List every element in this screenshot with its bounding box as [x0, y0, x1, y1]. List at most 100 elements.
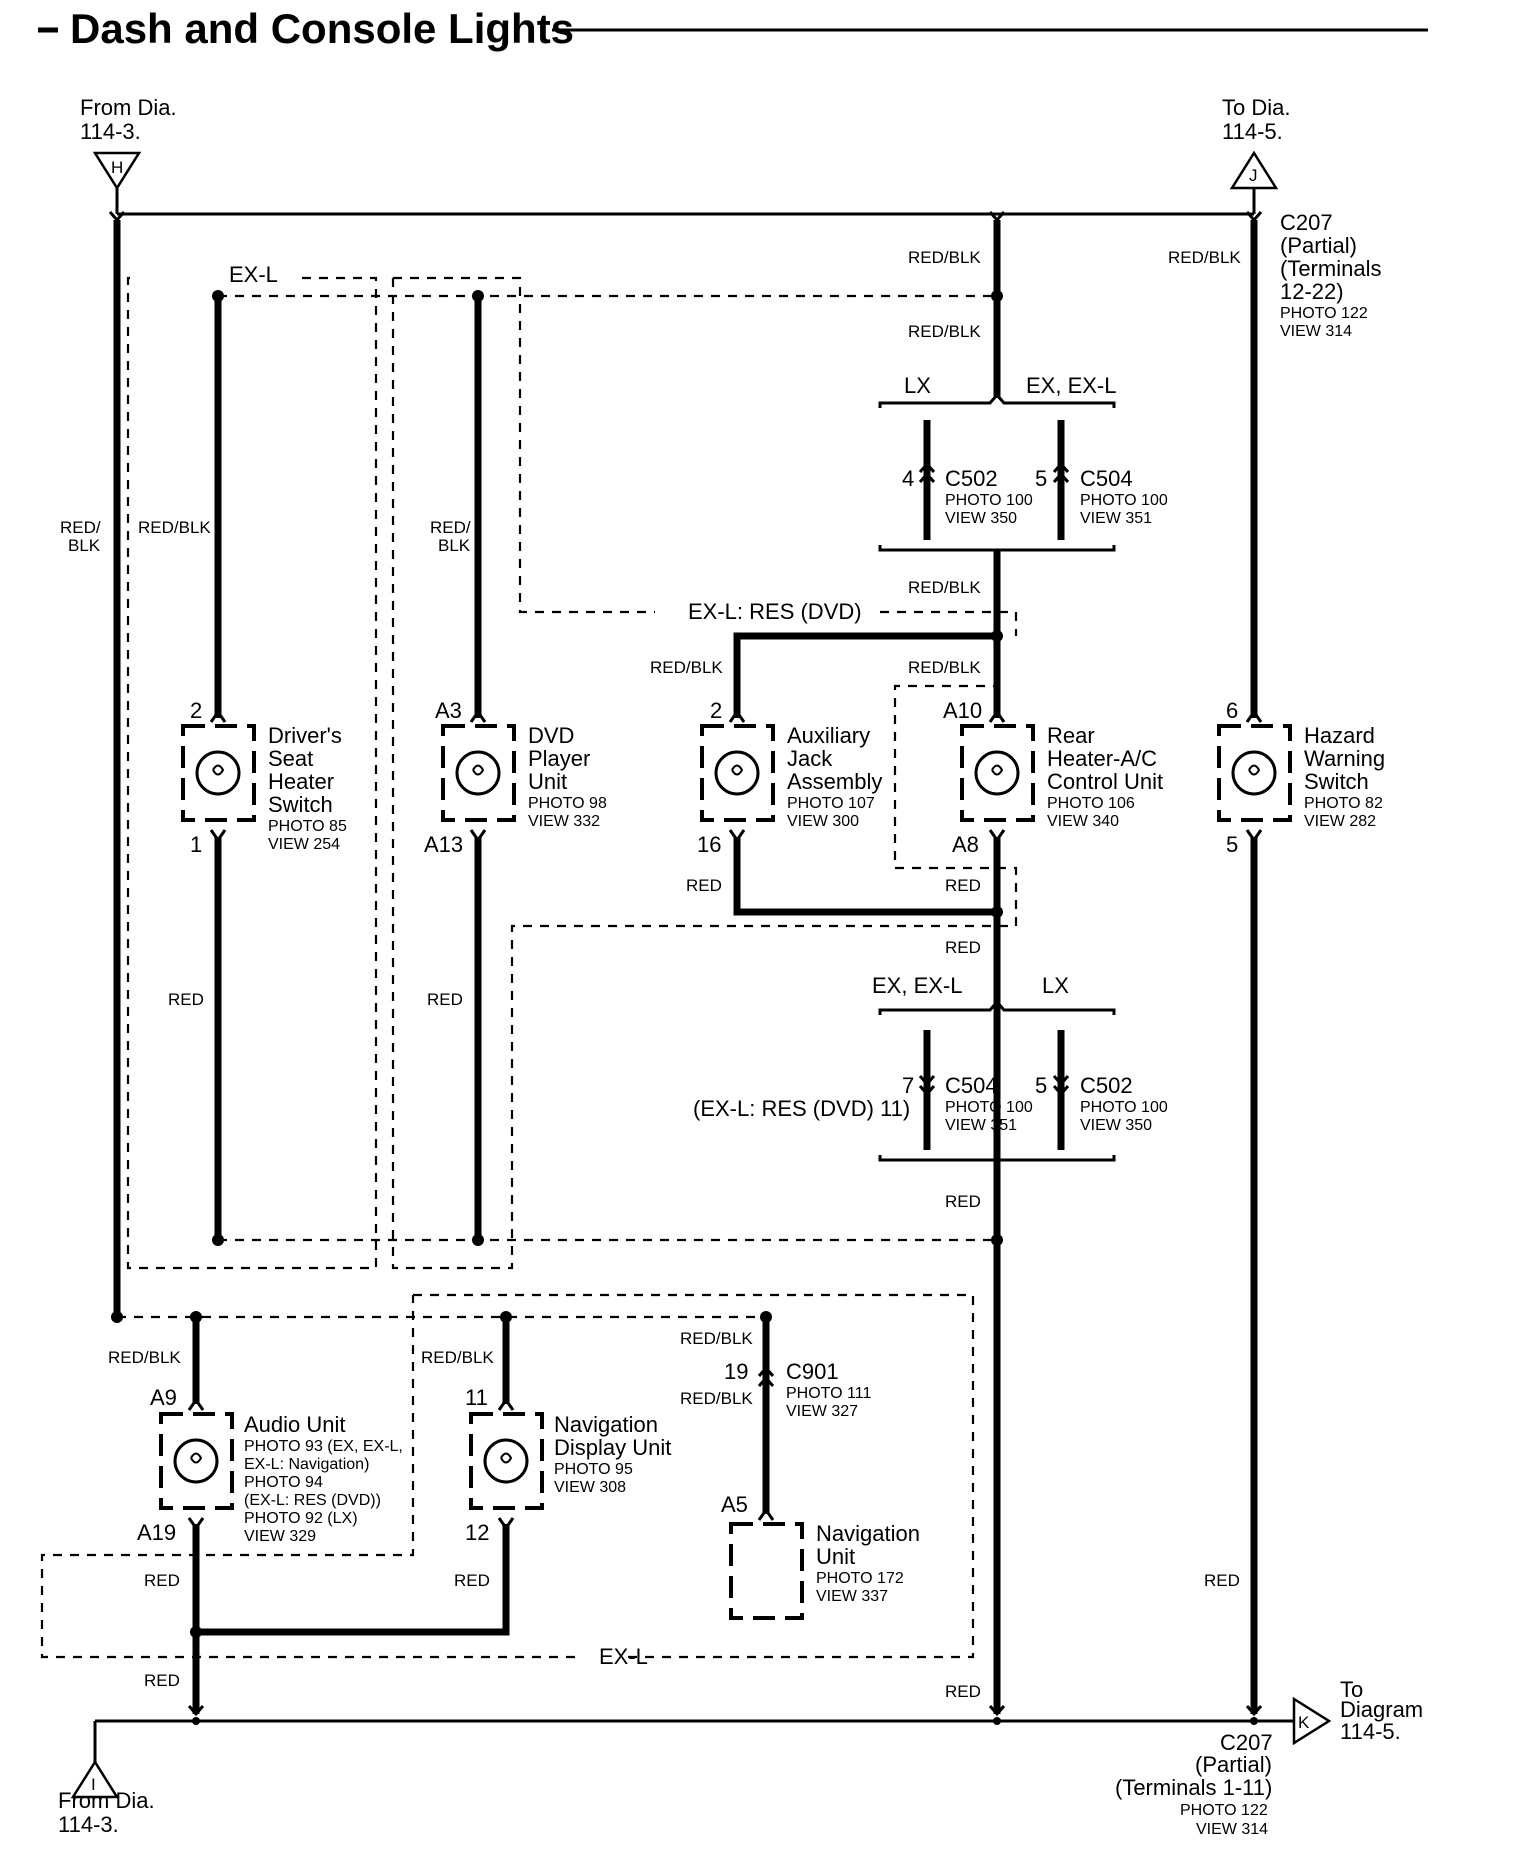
- variant-exl-lower: EX-L: [599, 1644, 648, 1669]
- bulb-icon: [974, 750, 1020, 796]
- audio-photo-5: PHOTO 92 (LX): [244, 1510, 358, 1527]
- audio-pin-bottom: A19: [137, 1520, 176, 1545]
- ref-from-i-line1: From Dia.: [58, 1788, 155, 1813]
- c504-bottom-pin: 7: [902, 1073, 914, 1098]
- drivers-seat-heater-switch: 2 1 Driver's Seat Heater Switch PHOTO 85…: [181, 698, 347, 857]
- aux-pin-top: 2: [710, 698, 722, 723]
- c502-top-view: VIEW 350: [945, 510, 1017, 527]
- c207-bottom-photo: PHOTO 122: [1180, 1802, 1268, 1819]
- rear-name-1: Rear: [1047, 723, 1095, 748]
- navunit-name-1: Navigation: [816, 1521, 920, 1546]
- bulb-icon: [173, 1438, 219, 1484]
- rear-pin-bottom: A8: [952, 832, 979, 857]
- dvd-name-1: DVD: [528, 723, 574, 748]
- dvd-view: VIEW 332: [528, 813, 600, 830]
- variant-exl-upper: EX-L: [229, 262, 278, 287]
- wire-rear-red: RED: [945, 876, 981, 895]
- c502-bottom-photo: PHOTO 100: [1080, 1099, 1168, 1116]
- c504-bottom-name: C504: [945, 1073, 998, 1098]
- hazard-photo: PHOTO 82: [1304, 795, 1383, 812]
- drivers-seat-branch: RED/BLK RED: [138, 290, 224, 1246]
- wire-rear-redblk: RED/BLK: [908, 658, 981, 677]
- c502-top-pin: 4: [902, 466, 914, 491]
- navdisp-photo: PHOTO 95: [554, 1461, 633, 1478]
- c207-bottom-line3: (Terminals 1-11): [1115, 1775, 1272, 1800]
- ref-to-k: K To Diagram 114-5.: [1292, 1677, 1423, 1746]
- left-feed-wire: RED/ BLK: [60, 220, 123, 1323]
- audio-photo-2: EX-L: Navigation): [244, 1456, 369, 1473]
- audio-photo-6: VIEW 329: [244, 1528, 316, 1545]
- navdisp-name-2: Display Unit: [554, 1435, 671, 1460]
- bulb-icon: [195, 750, 241, 796]
- connector-c504-bottom: 7 C504 PHOTO 100 VIEW 351: [902, 1073, 1033, 1134]
- seat-pin-top: 2: [190, 698, 202, 723]
- c901-photo: PHOTO 111: [786, 1385, 871, 1402]
- wire-dvd-redblk-1: RED/: [430, 518, 471, 537]
- audio-name: Audio Unit: [244, 1412, 346, 1437]
- c207-top-photo: PHOTO 122: [1280, 305, 1368, 322]
- connector-c504-top: 5 C504 PHOTO 100 VIEW 351: [1035, 461, 1168, 527]
- rear-photo: PHOTO 106: [1047, 795, 1135, 812]
- seat-photo: PHOTO 85: [268, 818, 347, 835]
- c207-top-view: VIEW 314: [1280, 323, 1352, 340]
- hazard-name-2: Warning: [1304, 746, 1385, 771]
- c901-name: C901: [786, 1359, 839, 1384]
- wire-center-redblk-3: RED/BLK: [908, 578, 981, 597]
- c901-view: VIEW 327: [786, 1403, 858, 1420]
- c504-top-pin: 5: [1035, 466, 1047, 491]
- hazard-view: VIEW 282: [1304, 813, 1376, 830]
- c504-top-name: C504: [1080, 466, 1133, 491]
- c207-bottom-line2: (Partial): [1195, 1752, 1272, 1777]
- variant-lx-top: LX: [904, 373, 931, 398]
- ref-k-letter: K: [1298, 1713, 1310, 1732]
- ref-to-j-line2: 114-5.: [1222, 119, 1283, 144]
- variant-exl-res: EX-L: RES (DVD): [688, 599, 862, 624]
- wire-center-red-2: RED: [945, 1192, 981, 1211]
- audio-pin-top: A9: [150, 1385, 177, 1410]
- c207-bottom-label: C207 (Partial) (Terminals 1-11) PHOTO 12…: [1115, 1730, 1273, 1838]
- aux-name-2: Jack: [787, 746, 833, 771]
- hazard-pin-top: 6: [1226, 698, 1238, 723]
- rear-name-2: Heater-A/C: [1047, 746, 1157, 771]
- seat-view: VIEW 254: [268, 836, 340, 853]
- wire-left-redblk-1: RED/: [60, 518, 101, 537]
- wire-dvd-red: RED: [427, 990, 463, 1009]
- aux-name-3: Assembly: [787, 769, 882, 794]
- audio-unit: A9 A19 Audio Unit PHOTO 93 (EX, EX-L, EX…: [137, 1385, 403, 1545]
- seat-name-1: Driver's: [268, 723, 342, 748]
- wire-seat-red: RED: [168, 990, 204, 1009]
- triangle-i-icon: [70, 1759, 120, 1799]
- c502-top-name: C502: [945, 466, 998, 491]
- aux-pin-bottom: 16: [697, 832, 721, 857]
- c502-bottom-view: VIEW 350: [1080, 1117, 1152, 1134]
- navunit-name-2: Unit: [816, 1544, 855, 1569]
- dvd-pin-top: A3: [435, 698, 462, 723]
- bulb-icon: [1231, 750, 1277, 796]
- c502-top-photo: PHOTO 100: [945, 492, 1033, 509]
- ref-i-letter: I: [91, 1775, 96, 1794]
- navdisp-name-1: Navigation: [554, 1412, 658, 1437]
- rear-heater-ac-control-unit: A10 A8 Rear Heater-A/C Control Unit PHOT…: [943, 698, 1163, 857]
- center-trunk-top: RED/BLK RED/BLK LX EX, EX-L RED/BLK: [878, 220, 1116, 636]
- ref-from-h: From Dia. 114-3. H: [80, 95, 177, 214]
- c207-top-line4: 12-22): [1280, 279, 1344, 304]
- wire-center-red-3: RED: [945, 1682, 981, 1701]
- seat-name-4: Switch: [268, 792, 333, 817]
- c207-top-line1: C207: [1280, 210, 1333, 235]
- rear-view: VIEW 340: [1047, 813, 1119, 830]
- ref-j-letter: J: [1249, 166, 1258, 185]
- audio-branch: RED/BLK RED RED: [108, 1311, 205, 1717]
- wire-aux-red: RED: [686, 876, 722, 895]
- title-block: Dash and Console Lights: [38, 5, 1428, 52]
- bulb-icon: [455, 750, 501, 796]
- center-trunk-lower: EX, EX-L LX RED (EX-L: RES (DVD) 11): [693, 973, 1116, 1211]
- navunit-photo: PHOTO 172: [816, 1570, 904, 1587]
- c504-bottom-photo: PHOTO 100: [945, 1099, 1033, 1116]
- wire-hazard-red: RED: [1204, 1571, 1240, 1590]
- navdisp-view: VIEW 308: [554, 1479, 626, 1496]
- ref-to-j-line1: To Dia.: [1222, 95, 1290, 120]
- seat-name-3: Heater: [268, 769, 334, 794]
- c502-bottom-name: C502: [1080, 1073, 1133, 1098]
- c504-top-photo: PHOTO 100: [1080, 492, 1168, 509]
- navigation-unit: A5 Navigation Unit PHOTO 172 VIEW 337: [721, 1492, 920, 1620]
